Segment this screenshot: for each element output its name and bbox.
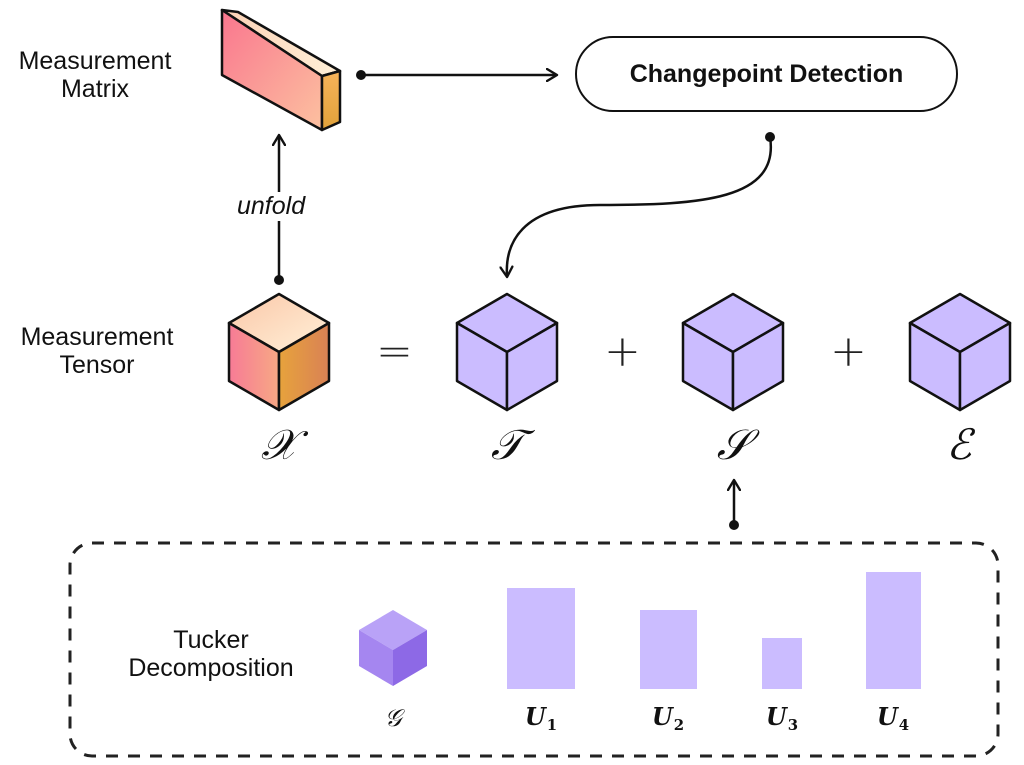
- factor-matrix-u3-bar: [762, 638, 802, 689]
- measurement-tensor-label-line1: Measurement: [20, 323, 174, 351]
- measurement-tensor-label: Measurement Tensor: [2, 323, 192, 379]
- tucker-label-line1: Tucker: [173, 626, 249, 654]
- symbol-x: 𝒳: [260, 420, 298, 469]
- factor-u3-sub: 3: [787, 716, 799, 735]
- symbol-t: 𝒯: [490, 420, 524, 469]
- changepoint-to-trend-arrow: [507, 132, 775, 276]
- tucker-decomposition-label: Tucker Decomposition: [96, 626, 326, 682]
- factor-u1-base: U: [524, 702, 546, 731]
- changepoint-detection-node: Changepoint Detection: [575, 36, 958, 112]
- measurement-matrix-label-line2: Matrix: [60, 75, 130, 103]
- symbol-e: ℰ: [946, 420, 972, 469]
- factor-matrix-u4-bar: [866, 572, 921, 689]
- error-cube: [908, 292, 1012, 412]
- factor-u2-base: U: [651, 702, 673, 731]
- factor-matrix-u2-bar: [640, 610, 697, 689]
- factor-u2-sub: 2: [673, 716, 685, 735]
- factor-u1-label: U1: [505, 702, 577, 735]
- plus-sign-1: +: [604, 326, 641, 377]
- factor-u1-sub: 1: [546, 716, 558, 735]
- factor-u2-label: U2: [632, 702, 704, 735]
- tucker-to-sparse-arrow: [729, 481, 739, 530]
- measurement-tensor-label-line2: Tensor: [59, 351, 135, 379]
- tucker-decomposition-box: [68, 541, 1000, 758]
- symbol-s: 𝒮: [716, 420, 750, 469]
- trend-cube: [455, 292, 559, 412]
- factor-u4-base: U: [876, 702, 898, 731]
- factor-u3-base: U: [765, 702, 787, 731]
- plus-sign-2: +: [830, 326, 867, 377]
- equals-sign: =: [376, 326, 413, 377]
- factor-u4-sub: 4: [898, 716, 910, 735]
- tucker-label-line2: Decomposition: [128, 654, 294, 682]
- symbol-g: 𝒢: [384, 704, 402, 732]
- factor-u4-label: U4: [857, 702, 929, 735]
- changepoint-detection-label: Changepoint Detection: [629, 59, 904, 88]
- measurement-matrix-label: Measurement Matrix: [0, 47, 190, 103]
- factor-matrix-u1-bar: [507, 588, 575, 689]
- core-tensor-cube: [359, 610, 427, 686]
- measurement-matrix-block: [220, 8, 342, 132]
- sparse-cube: [681, 292, 785, 412]
- measurement-tensor-cube: [227, 292, 331, 412]
- unfold-label: unfold: [233, 192, 310, 221]
- matrix-to-changepoint-arrow: [356, 70, 556, 80]
- measurement-matrix-label-line1: Measurement: [18, 47, 172, 75]
- factor-u3-label: U3: [746, 702, 818, 735]
